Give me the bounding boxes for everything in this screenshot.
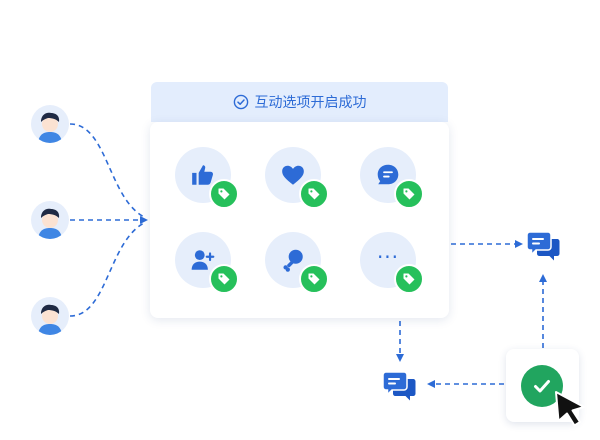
success-banner: 互动选项开启成功 [151, 82, 448, 122]
check-circle-icon [233, 94, 249, 110]
comment-icon [377, 164, 399, 185]
more-icon: ··· [376, 245, 400, 269]
option-more[interactable]: ··· [360, 232, 424, 294]
chat-bubbles-icon [526, 230, 561, 266]
user-avatar-icon [31, 105, 69, 143]
drumstick-icon [283, 249, 303, 272]
thumbs-up-icon [192, 165, 213, 185]
user-3-connector [69, 221, 147, 317]
tag-icon [209, 179, 239, 209]
user-avatar-icon [31, 201, 69, 239]
tag-icon [299, 179, 329, 209]
tag-icon [394, 264, 424, 294]
chat-bubbles-icon [382, 370, 417, 406]
option-like[interactable] [175, 147, 239, 209]
user-avatar-icon [31, 297, 69, 335]
option-comment[interactable] [360, 147, 424, 209]
option-gift[interactable] [265, 232, 329, 294]
heart-icon [282, 165, 304, 185]
mouse-cursor-icon [553, 389, 589, 433]
tag-icon [209, 264, 239, 294]
banner-title: 互动选项开启成功 [254, 95, 367, 111]
tag-icon [394, 179, 424, 209]
user-1-connector [69, 123, 147, 219]
option-follow[interactable] [175, 232, 239, 294]
option-favorite[interactable] [265, 147, 329, 209]
check-icon [534, 380, 550, 393]
tag-icon [299, 264, 329, 294]
add-user-icon [191, 250, 215, 270]
